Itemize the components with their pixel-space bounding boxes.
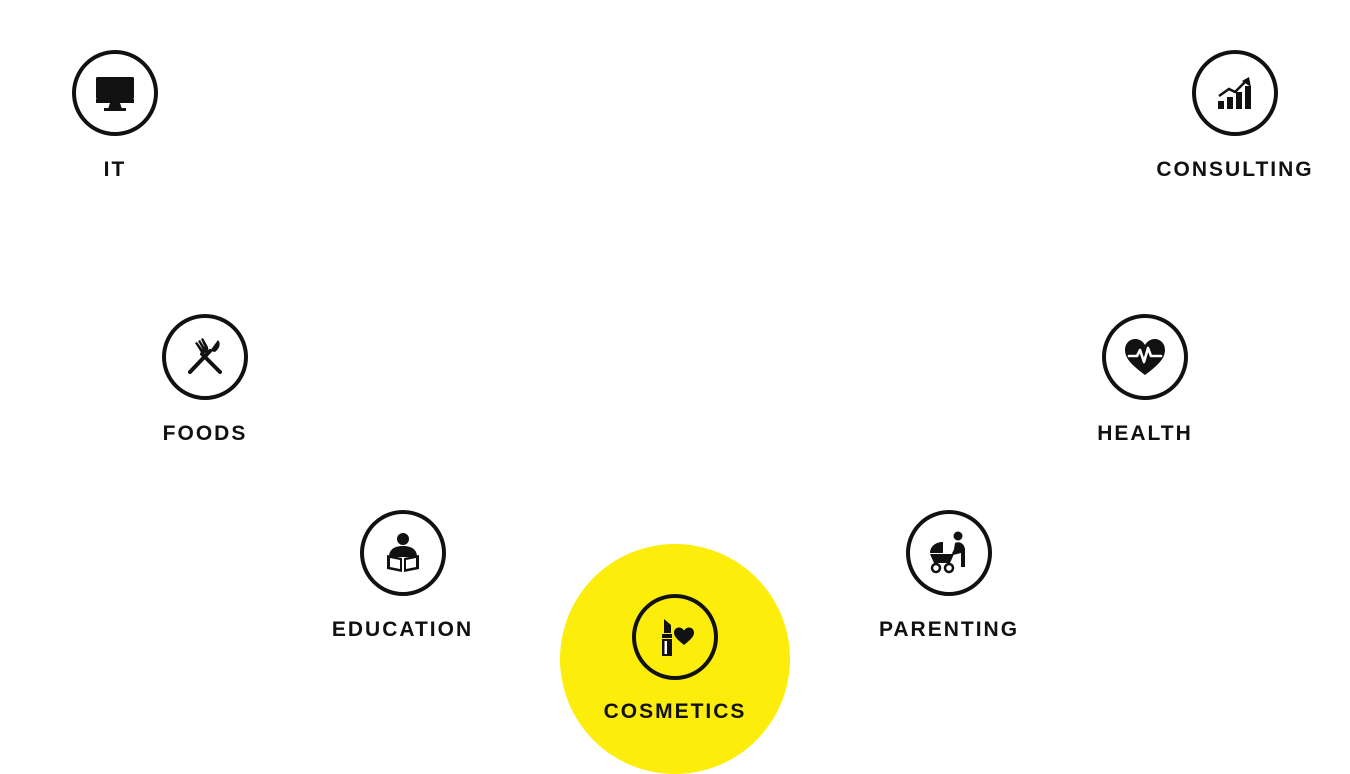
category-icon-ring	[72, 50, 158, 136]
category-label: FOODS	[162, 422, 248, 445]
category-icon-ring	[162, 314, 248, 400]
category-icon-ring	[906, 510, 992, 596]
category-label: CONSULTING	[1156, 158, 1314, 181]
stroller-icon	[930, 531, 965, 574]
category-icon-ring	[1192, 50, 1278, 136]
category-label: EDUCATION	[331, 618, 474, 641]
category-parenting[interactable]: PARENTING	[870, 510, 1028, 642]
category-foods[interactable]: FOODS	[150, 314, 260, 446]
category-label: PARENTING	[878, 618, 1020, 641]
monitor-icon	[96, 77, 134, 111]
category-icon-ring	[1102, 314, 1188, 400]
category-icon-ring	[632, 594, 718, 680]
heartbeat-icon	[1125, 339, 1165, 375]
category-label: IT	[103, 158, 127, 181]
reading-person-icon	[386, 533, 419, 572]
growth-chart-icon	[1218, 77, 1251, 109]
category-health[interactable]: HEALTH	[1090, 314, 1200, 446]
lipstick-heart-icon	[662, 619, 694, 656]
category-it[interactable]: IT	[72, 50, 158, 182]
category-cosmetics[interactable]: COSMETICS	[595, 594, 755, 724]
category-consulting[interactable]: CONSULTING	[1150, 50, 1320, 182]
category-label: HEALTH	[1097, 422, 1193, 445]
category-label: COSMETICS	[603, 700, 747, 723]
category-icon-ring	[359, 510, 446, 596]
category-education[interactable]: EDUCATION	[320, 510, 485, 642]
knife-fork-icon	[188, 338, 222, 374]
